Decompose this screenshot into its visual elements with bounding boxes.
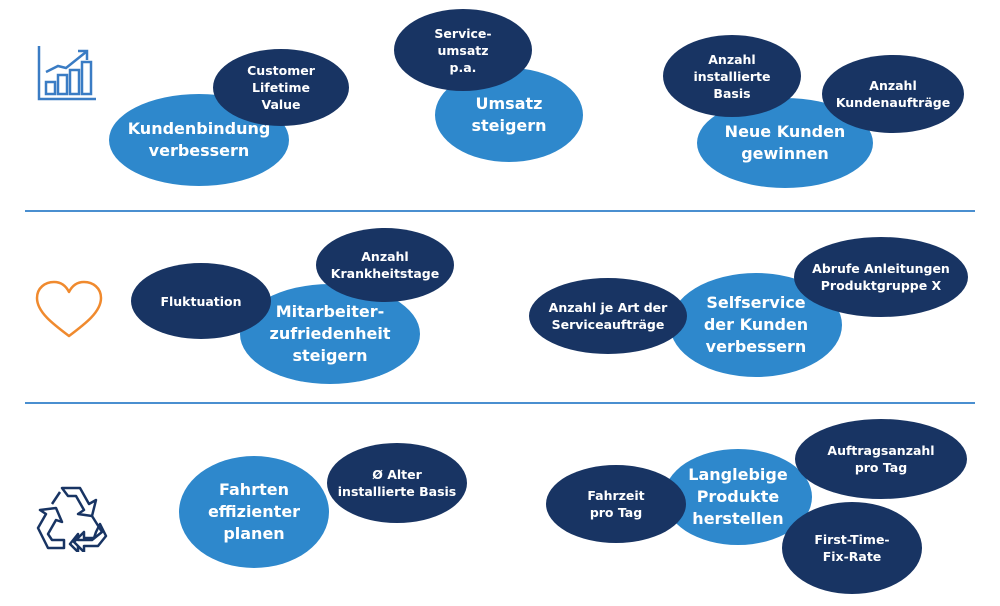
heart-icon: [33, 280, 105, 340]
kpi-fahrzeit: Fahrzeit pro Tag: [546, 465, 686, 543]
kpi-auftragsanzahl: Auftragsanzahl pro Tag: [795, 419, 967, 499]
kpi-serviceauftraege-je-art: Anzahl je Art der Serviceaufträge: [529, 278, 687, 354]
row-divider-2: [25, 402, 975, 404]
kpi-first-time-fix-rate: First-Time- Fix-Rate: [782, 502, 922, 594]
growth-chart-icon: [36, 44, 98, 102]
kpi-krankheitstage: Anzahl Krankheitstage: [316, 228, 454, 302]
goal-fahrten-planen: Fahrten effizienter planen: [179, 456, 329, 568]
recycle-icon: [34, 484, 108, 554]
row-divider-1: [25, 210, 975, 212]
kpi-customer-lifetime-value: Customer Lifetime Value: [213, 49, 349, 126]
kpi-fluktuation: Fluktuation: [131, 263, 271, 339]
kpi-abrufe-anleitungen: Abrufe Anleitungen Produktgruppe X: [794, 237, 968, 317]
kpi-installierte-basis: Anzahl installierte Basis: [663, 35, 801, 117]
kpi-kundenauftraege: Anzahl Kundenaufträge: [822, 55, 964, 133]
kpi-serviceumsatz: Service- umsatz p.a.: [394, 9, 532, 91]
kpi-alter-installierte-basis: Ø Alter installierte Basis: [327, 443, 467, 523]
